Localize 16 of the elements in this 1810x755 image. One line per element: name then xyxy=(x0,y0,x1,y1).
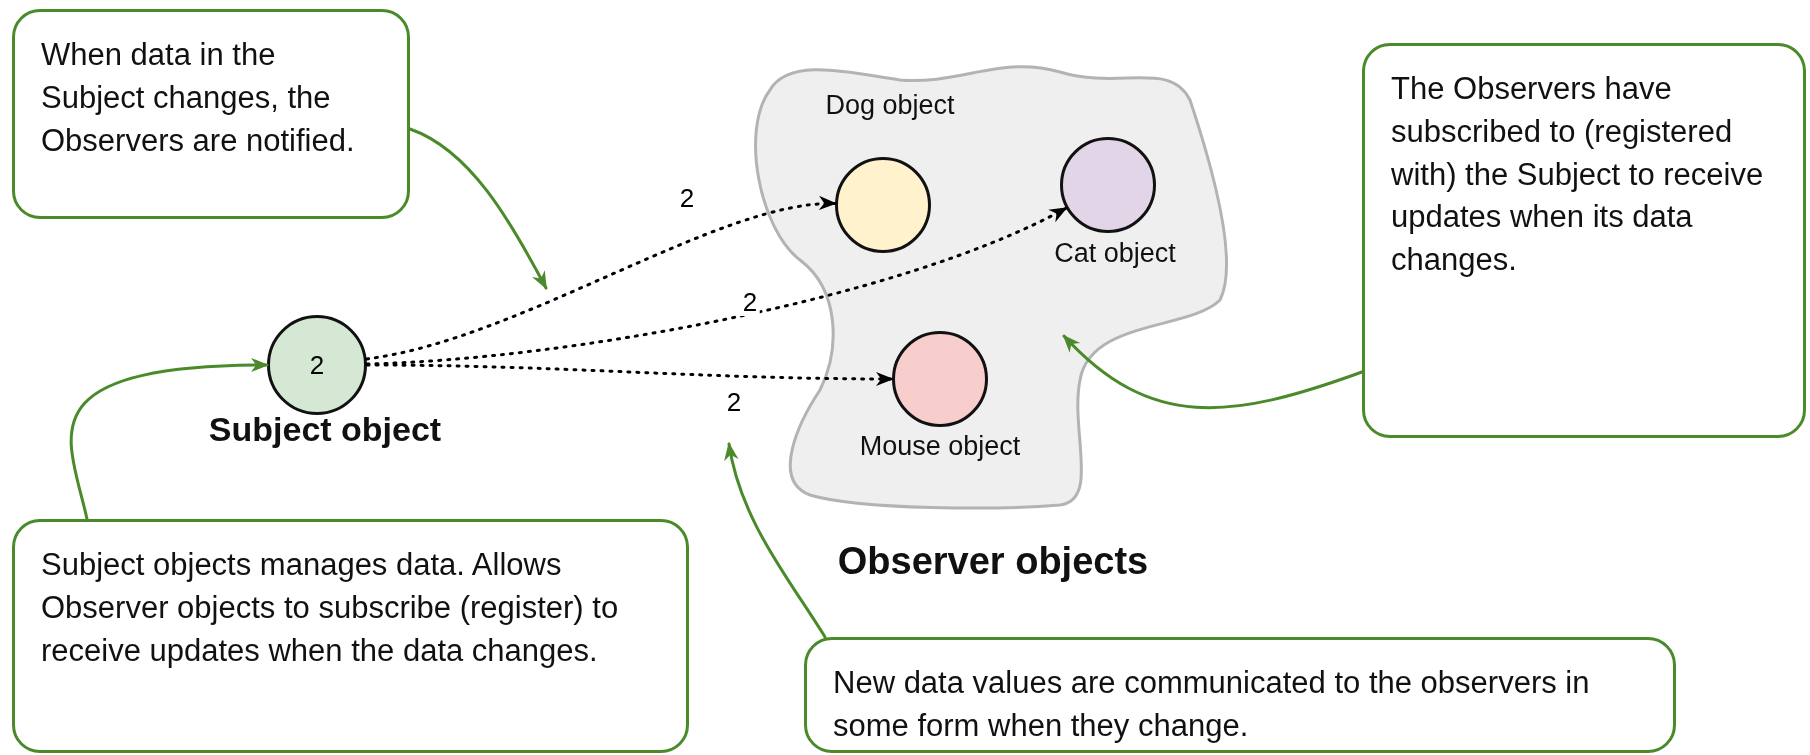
leader-arrow xyxy=(724,442,827,639)
leader-arrow xyxy=(1062,334,1364,409)
object-label: Dog object xyxy=(825,90,955,121)
object-label: Mouse object xyxy=(859,431,1021,462)
leader-arrow xyxy=(408,127,548,290)
callout-box: The Observers have subscribed to (registered with) the Subject to receive updates when its data changes. xyxy=(1362,43,1806,438)
dotted-arrow xyxy=(365,363,894,387)
dotted-arrow xyxy=(365,206,1068,366)
callout-box: New data values are communicated to the observers in some form when they change. xyxy=(804,637,1676,753)
callout-box: Subject objects manages data. Allows Observer objects to subscribe (register) to receive updates when the data changes. xyxy=(12,519,689,753)
subject-circle: 2 xyxy=(267,315,367,415)
dotted-arrow xyxy=(365,197,837,361)
group-heading: Observer objects xyxy=(837,540,1149,583)
callout-box: When data in the Subject changes, the Observers are notified. xyxy=(12,9,410,219)
leader-arrow xyxy=(69,358,269,521)
object-label: Cat object xyxy=(1054,238,1176,269)
